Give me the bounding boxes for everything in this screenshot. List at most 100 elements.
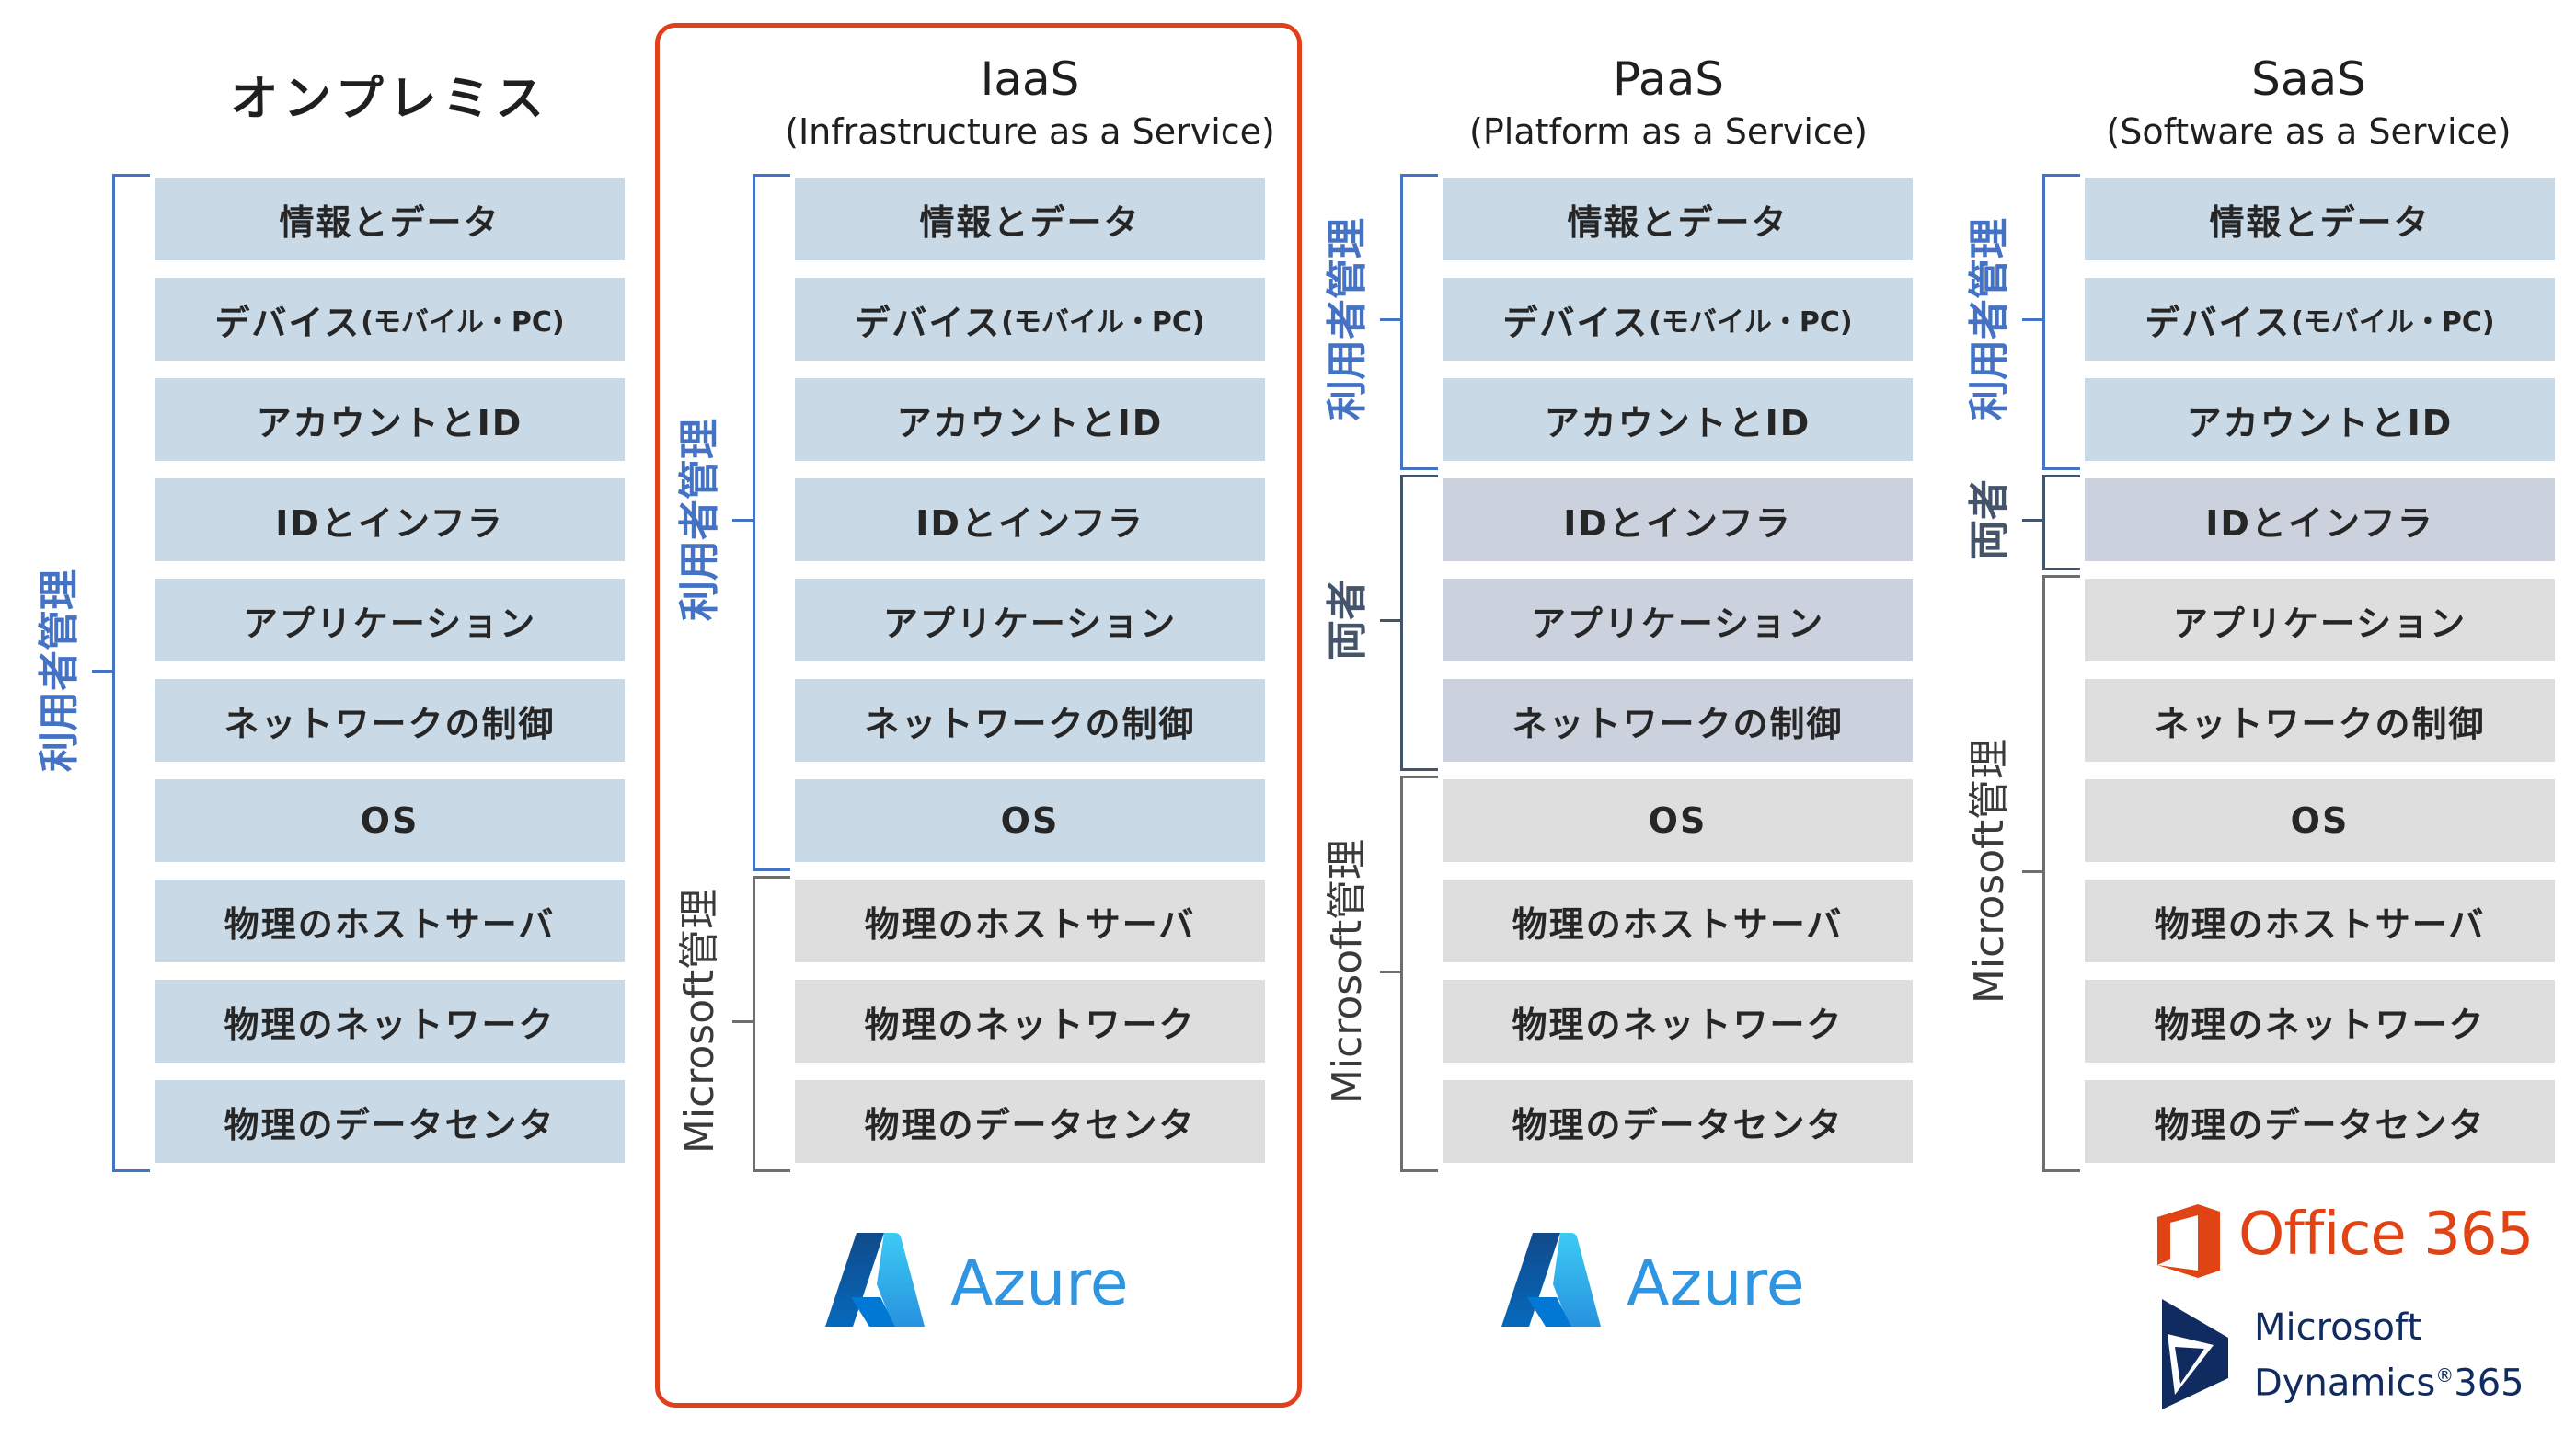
group-bracket-ms [2042, 575, 2080, 1172]
column-subtitle: (Software as a Service) [2106, 111, 2512, 152]
layer-box: 物理のデータセンタ [795, 1080, 1265, 1163]
layer-label: IDとインフラ [2205, 502, 2434, 544]
layer-box: 情報とデータ [155, 178, 625, 260]
layer-box: OS [1443, 779, 1913, 862]
layer-label: 物理のデータセンタ [864, 1104, 1196, 1145]
office365-logo: Office 365 [2157, 1201, 2553, 1283]
office-icon [2157, 1204, 2220, 1278]
layer-box: 物理のデータセンタ [1443, 1080, 1913, 1163]
bracket-tick [2022, 869, 2044, 873]
layer-label: 物理のネットワーク [224, 1004, 556, 1045]
column-title: オンプレミス [230, 72, 549, 127]
bracket-tick [732, 519, 754, 522]
layer-label: 情報とデータ [279, 201, 500, 243]
layer-label: ネットワークの制御 [864, 703, 1196, 744]
layer-label: アプリケーション [242, 603, 537, 644]
layer-box: 物理のホストサーバ [155, 880, 625, 962]
layer-box: アカウントとID [2085, 378, 2555, 461]
layer-box: 物理のホストサーバ [795, 880, 1265, 962]
group-label-user: 利用者管理 [1966, 218, 2013, 420]
layer-label: 情報とデータ [2209, 201, 2431, 243]
column-title: IaaS [980, 52, 1080, 106]
layer-box: 情報とデータ [1443, 178, 1913, 260]
group-label-both: 両者 [1324, 580, 1371, 661]
layer-label: 物理のホストサーバ [2154, 903, 2486, 945]
layer-box: アカウントとID [155, 378, 625, 461]
layer-box: ネットワークの制御 [1443, 679, 1913, 762]
layer-box: アプリケーション [795, 579, 1265, 661]
layer-label: ネットワークの制御 [1512, 703, 1844, 744]
bracket-tick [2022, 318, 2044, 321]
layer-box: 物理のホストサーバ [2085, 880, 2555, 962]
layer-box: 物理のネットワーク [1443, 980, 1913, 1063]
layer-box: ネットワークの制御 [2085, 679, 2555, 762]
azure-logo: Azure [823, 1231, 1129, 1341]
layer-box: デバイス(モバイル・PC) [1443, 278, 1913, 361]
dynamics365-logo: Microsoft Dynamics®365 [2162, 1297, 2567, 1409]
dynamics-word: Dynamics [2254, 1362, 2436, 1405]
layer-box: ネットワークの制御 [795, 679, 1265, 762]
layer-box: OS [2085, 779, 2555, 862]
group-bracket-user [753, 174, 790, 871]
layer-label: アカウントとID [2186, 402, 2454, 443]
layer-label: アプリケーション [882, 603, 1178, 644]
layer-label: 物理のホストサーバ [864, 903, 1196, 945]
layer-label: OS [360, 800, 420, 841]
layer-label: アプリケーション [1530, 603, 1825, 644]
layer-label: 物理のデータセンタ [1512, 1104, 1844, 1145]
bracket-tick [2022, 519, 2044, 522]
layer-label: アカウントとID [896, 402, 1164, 443]
layer-label-suffix: (モバイル・PC) [2291, 306, 2495, 339]
layer-box: 物理のホストサーバ [1443, 880, 1913, 962]
layer-box: デバイス(モバイル・PC) [795, 278, 1265, 361]
column-subtitle: (Infrastructure as a Service) [785, 111, 1275, 152]
column-subtitle: (Platform as a Service) [1469, 111, 1868, 152]
bracket-tick [1380, 318, 1402, 321]
azure-text: Azure [950, 1248, 1129, 1320]
group-label-user: 利用者管理 [676, 419, 723, 621]
layer-label: アカウントとID [256, 402, 523, 443]
layer-label: 物理のネットワーク [1512, 1004, 1844, 1045]
layer-box: アプリケーション [2085, 579, 2555, 661]
layer-label: 物理のデータセンタ [2154, 1104, 2486, 1145]
group-bracket-both [2042, 475, 2080, 570]
bracket-tick [92, 669, 114, 673]
layer-box: IDとインフラ [2085, 478, 2555, 561]
dynamics-line2: Dynamics®365 [2254, 1352, 2524, 1406]
layer-box: デバイス(モバイル・PC) [155, 278, 625, 361]
layer-label: アプリケーション [2172, 603, 2467, 644]
office365-text: Office 365 [2238, 1201, 2534, 1269]
layer-box: 物理のネットワーク [155, 980, 625, 1063]
layer-box: 物理のネットワーク [795, 980, 1265, 1063]
layer-box: IDとインフラ [1443, 478, 1913, 561]
layer-box: 情報とデータ [2085, 178, 2555, 260]
azure-icon [1501, 1233, 1601, 1327]
layer-label: 物理のホストサーバ [1512, 903, 1844, 945]
layer-label: 物理のネットワーク [864, 1004, 1196, 1045]
layer-label: OS [1648, 800, 1708, 841]
bracket-tick [732, 1020, 754, 1023]
layer-box: 物理のネットワーク [2085, 980, 2555, 1063]
group-label-ms: Microsoft管理 [676, 888, 723, 1155]
layer-box: 物理のデータセンタ [155, 1080, 625, 1163]
layer-label: 情報とデータ [1567, 201, 1788, 243]
group-bracket-ms [753, 876, 790, 1172]
group-bracket-user [1400, 174, 1438, 470]
azure-logo: Azure [1500, 1231, 1805, 1341]
layer-box: アカウントとID [1443, 378, 1913, 461]
layer-label: 情報とデータ [919, 201, 1141, 243]
layer-box: ネットワークの制御 [155, 679, 625, 762]
group-bracket-ms [1400, 776, 1438, 1172]
layer-label: ネットワークの制御 [224, 703, 556, 744]
layer-label: 物理のホストサーバ [224, 903, 556, 945]
registered-mark: ® [2435, 1364, 2455, 1386]
layer-label-suffix: (モバイル・PC) [1649, 306, 1853, 339]
layer-box: OS [795, 779, 1265, 862]
layer-label: IDとインフラ [275, 502, 504, 544]
dynamics-line1: Microsoft [2254, 1306, 2422, 1349]
iaas-highlight-frame [655, 23, 1302, 1408]
layer-label: OS [2290, 800, 2350, 841]
layer-box: デバイス(モバイル・PC) [2085, 278, 2555, 361]
layer-box: アプリケーション [155, 579, 625, 661]
layer-label: デバイス [2145, 302, 2292, 343]
